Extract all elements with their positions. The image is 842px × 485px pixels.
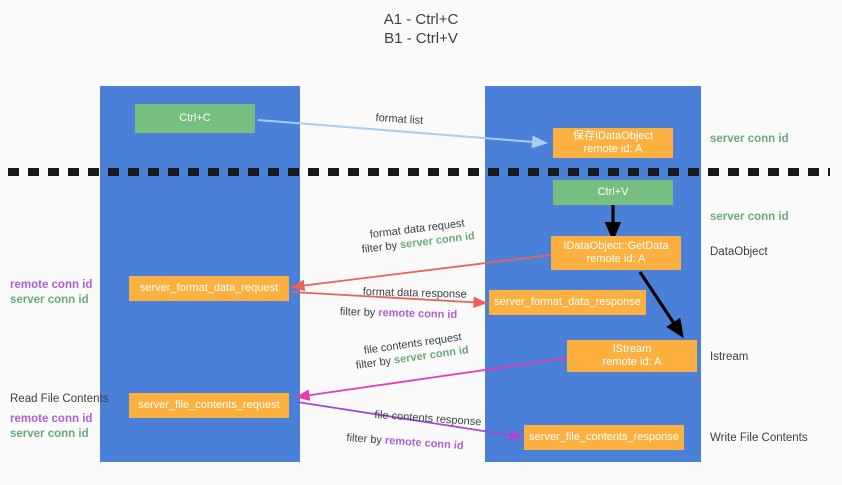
edge-label-format-data-response-filter: filter by remote conn id	[340, 305, 458, 323]
annotation-remote-conn-id-upper: remote conn id	[10, 279, 93, 291]
filter-key-remote-conn-id: remote conn id	[378, 307, 458, 322]
box-idataobject-getdata[interactable]: IDataObject::GetData remote id: A	[551, 236, 681, 270]
edge-label-file-contents-response-filter: filter by remote conn id	[346, 431, 464, 454]
box-server-file-contents-request[interactable]: server_file_contents_request	[129, 393, 289, 418]
edge-label-format-data-response: format data response	[362, 285, 467, 301]
annotation-server-conn-id-second: server conn id	[710, 211, 789, 223]
annotation-read-file-contents: Read File Contents	[10, 393, 109, 405]
annotation-dataobject: DataObject	[710, 246, 768, 258]
annotation-server-conn-id-lower: server conn id	[10, 428, 89, 440]
page-title: A1 - Ctrl+C B1 - Ctrl+V	[383, 11, 459, 47]
filter-prefix: filter by	[346, 431, 386, 447]
box-server-format-data-request[interactable]: server_format_data_request	[129, 276, 289, 301]
box-server-format-data-response[interactable]: server_format_data_response	[489, 290, 646, 315]
annotation-server-conn-id-upper: server conn id	[10, 294, 89, 306]
annotation-server-conn-id-top: server conn id	[710, 133, 789, 145]
box-istream[interactable]: IStream remote id: A	[567, 340, 697, 372]
filter-key-remote-conn-id: remote conn id	[384, 434, 465, 453]
filter-prefix: filter by	[339, 305, 379, 320]
edge-label-file-contents-response: file contents response	[374, 408, 482, 429]
box-ctrl-v[interactable]: Ctrl+V	[553, 180, 673, 205]
box-save-idataobject[interactable]: 保存IDataObject remote id: A	[553, 128, 673, 158]
filter-prefix: filter by	[355, 354, 395, 372]
edge-label-format-list: format list	[375, 111, 424, 127]
annotation-remote-conn-id-lower: remote conn id	[10, 413, 93, 425]
filter-prefix: filter by	[361, 239, 401, 256]
box-server-file-contents-response[interactable]: server_file_contents_response	[524, 425, 684, 450]
annotation-write-file-contents: Write File Contents	[710, 432, 808, 444]
annotation-istream: Istream	[710, 351, 749, 363]
box-ctrl-c[interactable]: Ctrl+C	[135, 104, 255, 133]
